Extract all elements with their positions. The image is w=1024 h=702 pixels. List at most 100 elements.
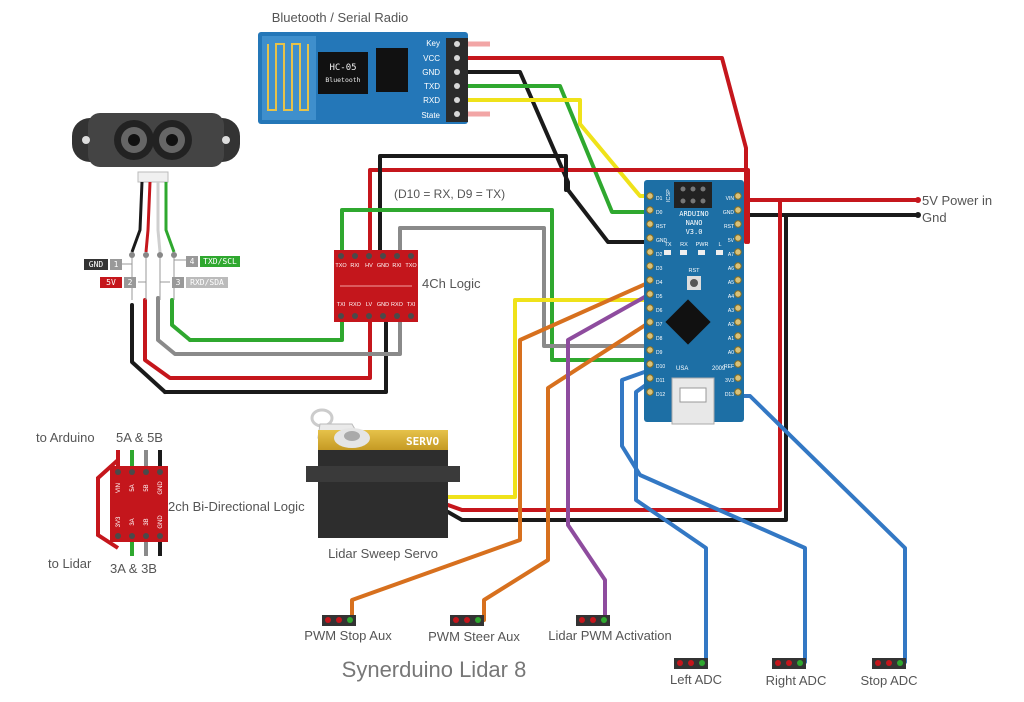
right-adc-label: Right ADC: [766, 673, 827, 688]
bt-pin-rxd: RXD: [423, 96, 440, 105]
nano-pin-hole: [646, 220, 654, 228]
svg-text:D10: D10: [656, 364, 665, 370]
bt-rxd-wire: [466, 98, 652, 198]
logic-rxi-wire: [398, 226, 652, 348]
reset-button[interactable]: [690, 279, 698, 287]
svg-text:A5: A5: [728, 280, 734, 286]
pwm-steer-label: PWM Steer Aux: [428, 629, 520, 644]
output-headers: PWM Stop Aux PWM Steer Aux Lidar PWM Act…: [304, 615, 918, 688]
lidar-green-wire: [170, 298, 192, 342]
header-left-adc: Left ADC: [670, 658, 722, 687]
svg-text:A1: A1: [728, 336, 734, 342]
svg-text:D4: D4: [656, 280, 663, 286]
nano-pin-hole: [734, 332, 742, 340]
nano-rst: RST: [689, 268, 701, 274]
header-lidar-pwm: Lidar PWM Activation: [548, 615, 672, 643]
nano-pin-hole: [646, 234, 654, 242]
svg-text:D13: D13: [725, 392, 734, 398]
svg-text:GND: GND: [723, 210, 735, 216]
svg-text:D8: D8: [656, 336, 663, 342]
pwm-stop-label: PWM Stop Aux: [304, 628, 392, 643]
lidar-pin2-num: 2: [128, 278, 133, 287]
to-arduino-label: to Arduino: [36, 430, 95, 445]
bt-txd-wire: [466, 84, 652, 214]
svg-text:GND: GND: [656, 238, 668, 244]
stop-adc-wire: [740, 394, 907, 664]
page-title: Synerduino Lidar 8: [342, 657, 527, 682]
svg-text:3V3: 3V3: [116, 516, 122, 527]
nano-pin-hole: [734, 318, 742, 326]
svg-text:D1: D1: [656, 196, 663, 202]
logic-lv-wire: [178, 310, 372, 380]
svg-text:D11: D11: [656, 378, 665, 384]
bt-pin-state: State: [421, 111, 440, 120]
svg-text:A6: A6: [728, 266, 734, 272]
svg-text:RST: RST: [656, 224, 666, 230]
svg-text:REF: REF: [724, 364, 734, 370]
power-vin-label: 5V Power in: [922, 193, 992, 208]
svg-text:LV: LV: [366, 302, 373, 308]
svg-text:A0: A0: [728, 350, 734, 356]
servo: SERVO Lidar Sweep Servo: [306, 408, 460, 561]
nano-pin-hole: [734, 192, 742, 200]
nano-pin-hole: [734, 248, 742, 256]
lidar-pin1-name: GND: [89, 260, 104, 269]
svg-text:RXI: RXI: [350, 263, 360, 269]
nano-model: NANO: [686, 219, 703, 227]
logic-txi-wire: [188, 310, 344, 342]
logic4-label: 4Ch Logic: [422, 276, 481, 291]
svg-text:HV: HV: [365, 263, 373, 269]
header-pwm-stop: PWM Stop Aux: [304, 615, 392, 643]
nano-pin-hole: [646, 346, 654, 354]
lidar-pin4-name: TXD/SCL: [203, 257, 237, 266]
logic2-top-note: 5A & 5B: [116, 430, 163, 445]
lidar-pin4-num: 4: [190, 257, 195, 266]
svg-text:D5: D5: [656, 294, 663, 300]
header-stop-adc: Stop ADC: [860, 658, 918, 688]
nano-pin-hole: [734, 262, 742, 270]
nano-pin-hole: [646, 290, 654, 298]
svg-text:RX: RX: [680, 242, 688, 248]
svg-text:D6: D6: [656, 308, 663, 314]
nano-pin-hole: [734, 206, 742, 214]
logic-gnd-low-wire: [163, 310, 388, 394]
nano-year: 2009: [712, 366, 726, 372]
stop-adc-label: Stop ADC: [860, 673, 917, 688]
svg-text:3V3: 3V3: [725, 378, 734, 384]
servo-brand: SERVO: [406, 435, 439, 448]
pwm-steer-wire: [482, 320, 652, 622]
nano-usa: USA: [676, 366, 688, 372]
bt-pin-header: [446, 38, 468, 122]
nano-name: ARDUINO: [679, 210, 709, 218]
bt-pin-gnd: GND: [422, 68, 440, 77]
servo-gnd-wire: [446, 213, 788, 522]
nano-pin-hole: [734, 388, 742, 396]
svg-text:D7: D7: [656, 322, 663, 328]
svg-text:L: L: [718, 242, 721, 248]
to-lidar-label: to Lidar: [48, 556, 92, 571]
svg-text:TXI: TXI: [337, 302, 346, 308]
svg-text:RXO: RXO: [391, 302, 404, 308]
lidar-sensor: GND 1 5V 2 3 RXD/SDA 4 TXD/SCL: [72, 113, 240, 300]
bluetooth-heading: Bluetooth / Serial Radio: [272, 10, 409, 25]
svg-text:TXI: TXI: [407, 302, 416, 308]
lidar-black-wire: [130, 303, 167, 394]
antenna-icon: [267, 43, 309, 111]
power-input: 5V Power in Gnd: [915, 193, 992, 225]
nano-pin-hole: [734, 234, 742, 242]
left-adc-label: Left ADC: [670, 672, 722, 687]
logic-txo-wire: [340, 208, 652, 362]
nano-pin-hole: [734, 276, 742, 284]
header-pwm-steer: PWM Steer Aux: [428, 615, 520, 644]
nano-pin-hole: [646, 248, 654, 256]
nano-pin-hole: [646, 262, 654, 270]
svg-text:PWR: PWR: [696, 242, 709, 248]
bt-pin-key: Key: [426, 39, 440, 48]
svg-text:TX: TX: [664, 242, 671, 248]
wires: [130, 56, 920, 664]
nano-pin-hole: [646, 374, 654, 382]
servo-vcc-wire: [446, 198, 782, 512]
svg-text:D12: D12: [656, 392, 665, 398]
